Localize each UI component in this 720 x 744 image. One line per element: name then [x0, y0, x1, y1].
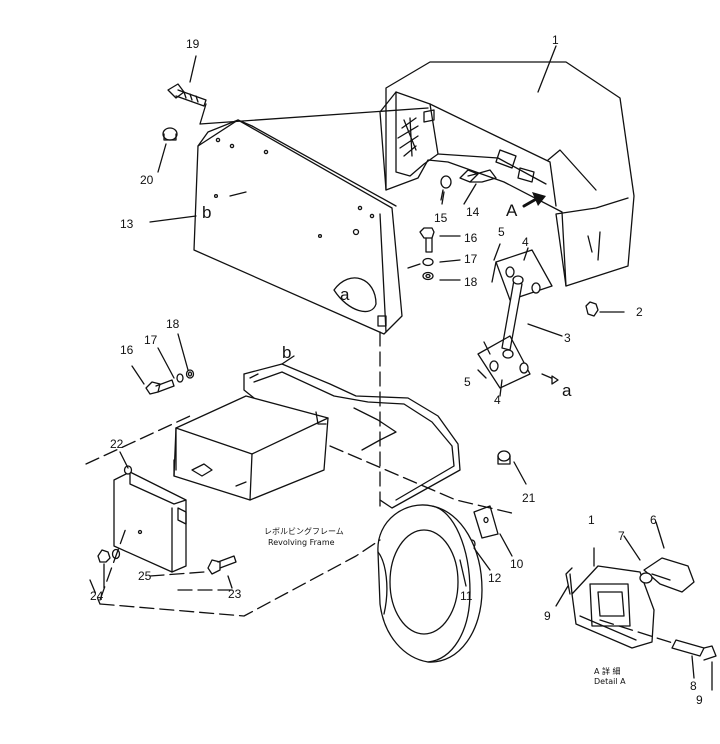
detail-label-jp: A 詳 細 [594, 666, 621, 676]
callout-20: 20 [140, 173, 154, 187]
detail-label-en: Detail A [594, 677, 626, 686]
nut-part-2 [585, 301, 625, 317]
callout-18-lower: 18 [166, 317, 180, 331]
callout-11: 11 [460, 589, 473, 603]
frame-label-jp: レボルビングフレーム [264, 526, 344, 536]
letter-a-on-cover: a [340, 285, 350, 304]
stay-part-3 [477, 249, 559, 389]
callout-3: 3 [564, 331, 571, 345]
callout-4-lower: 4 [494, 393, 501, 407]
tire [377, 504, 483, 663]
bolt-part-19 [167, 83, 207, 107]
battery-cover [113, 465, 187, 573]
frame-label-en: Revolving Frame [268, 538, 335, 547]
revolving-frame [243, 363, 461, 509]
callout-17-lower: 17 [144, 333, 158, 347]
letter-a-arrow: a [562, 381, 572, 400]
leader-lines [103, 45, 713, 691]
fastener-stack-16-17-18-lower [145, 369, 195, 395]
letter-A: A [506, 201, 518, 220]
callout-13: 13 [120, 217, 134, 231]
letter-b-on-cover: b [202, 203, 211, 222]
cap-part-21 [497, 450, 511, 465]
callout-detail-1: 1 [588, 513, 595, 527]
bolt-part-23 [207, 555, 237, 575]
callout-4-upper: 4 [522, 235, 529, 249]
callout-24: 24 [90, 589, 104, 603]
callout-16-upper: 16 [464, 231, 478, 245]
battery-box [173, 395, 329, 501]
callout-12: 12 [488, 571, 502, 585]
callout-15: 15 [434, 211, 448, 225]
callout-18-upper: 18 [464, 275, 478, 289]
callout-23: 23 [228, 587, 242, 601]
callout-19: 19 [186, 37, 200, 51]
arrow-A [522, 192, 546, 208]
callout-5-lower: 5 [464, 375, 471, 389]
callout-detail-9-right: 9 [696, 693, 703, 707]
callout-2: 2 [636, 305, 643, 319]
callout-5-upper: 5 [498, 225, 505, 239]
callout-22: 22 [110, 437, 124, 451]
callout-25: 25 [138, 569, 152, 583]
bolt-part-14 [459, 169, 497, 183]
callout-detail-6: 6 [650, 513, 657, 527]
callout-1: 1 [552, 33, 559, 47]
bracket-part-10 [473, 505, 499, 539]
side-cover-part-13 [193, 119, 403, 335]
nut-part-24 [97, 549, 111, 563]
callout-14: 14 [466, 205, 480, 219]
callout-17-upper: 17 [464, 252, 478, 266]
callout-10: 10 [510, 557, 524, 571]
hood-cover-part-1 [379, 61, 635, 287]
fastener-stack-16-17-18-upper [419, 227, 435, 281]
callout-detail-7: 7 [618, 529, 625, 543]
callout-16-lower: 16 [120, 343, 134, 357]
washer-part-15 [440, 175, 452, 201]
callout-detail-9-left: 9 [544, 609, 551, 623]
callout-detail-8: 8 [690, 679, 697, 693]
letter-b-frame: b [282, 343, 291, 362]
detail-A [565, 557, 717, 661]
cap-part-20 [162, 127, 178, 141]
callout-21: 21 [522, 491, 536, 505]
